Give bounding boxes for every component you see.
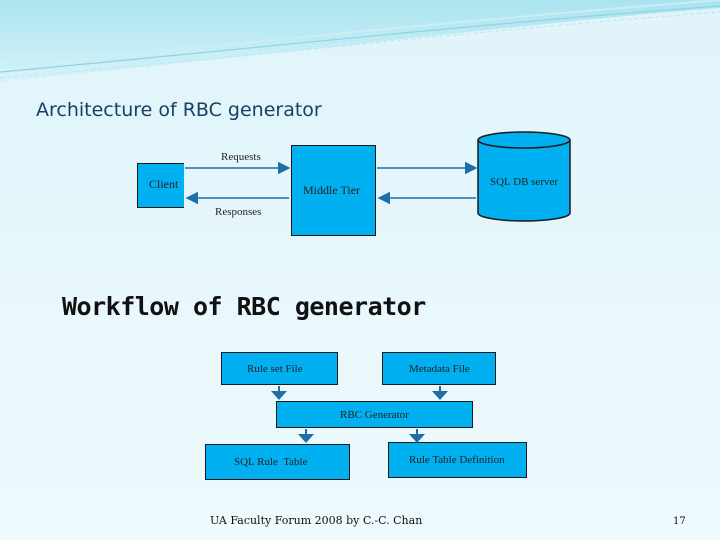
db-label: SQL DB server bbox=[490, 176, 559, 188]
page-number: 17 bbox=[673, 516, 686, 527]
metadata-file-box: Metadata File bbox=[382, 352, 496, 385]
rule-table-definition-label: Rule Table Definition bbox=[409, 454, 505, 466]
arrow-down-icon bbox=[432, 391, 448, 400]
rule-set-file-box: Rule set File bbox=[221, 352, 338, 385]
metadata-file-label: Metadata File bbox=[409, 363, 470, 375]
workflow-title: Workflow of RBC generator bbox=[62, 292, 426, 321]
requests-label: Requests bbox=[221, 151, 261, 163]
client-label: Client bbox=[149, 177, 179, 191]
sql-rule-table-box: SQL Rule Table bbox=[205, 444, 350, 480]
architecture-title: Architecture of RBC generator bbox=[36, 99, 322, 121]
rule-table-definition-box: Rule Table Definition bbox=[388, 442, 527, 478]
arrow-down-icon bbox=[271, 391, 287, 400]
decorative-header-waves bbox=[0, 0, 720, 82]
rbc-generator-box: RBC Generator bbox=[276, 401, 473, 428]
sql-rule-table-label: SQL Rule Table bbox=[234, 456, 308, 468]
responses-label: Responses bbox=[215, 206, 262, 218]
rule-set-file-label: Rule set File bbox=[247, 363, 303, 375]
arrow-down-icon bbox=[298, 434, 314, 443]
rbc-generator-label: RBC Generator bbox=[340, 409, 409, 421]
footer-text: UA Faculty Forum 2008 by C.-C. Chan bbox=[210, 514, 423, 527]
middle-tier-box: Middle Tier bbox=[291, 145, 376, 236]
middle-tier-label: Middle Tier bbox=[303, 183, 361, 197]
client-box: Client bbox=[137, 163, 184, 208]
